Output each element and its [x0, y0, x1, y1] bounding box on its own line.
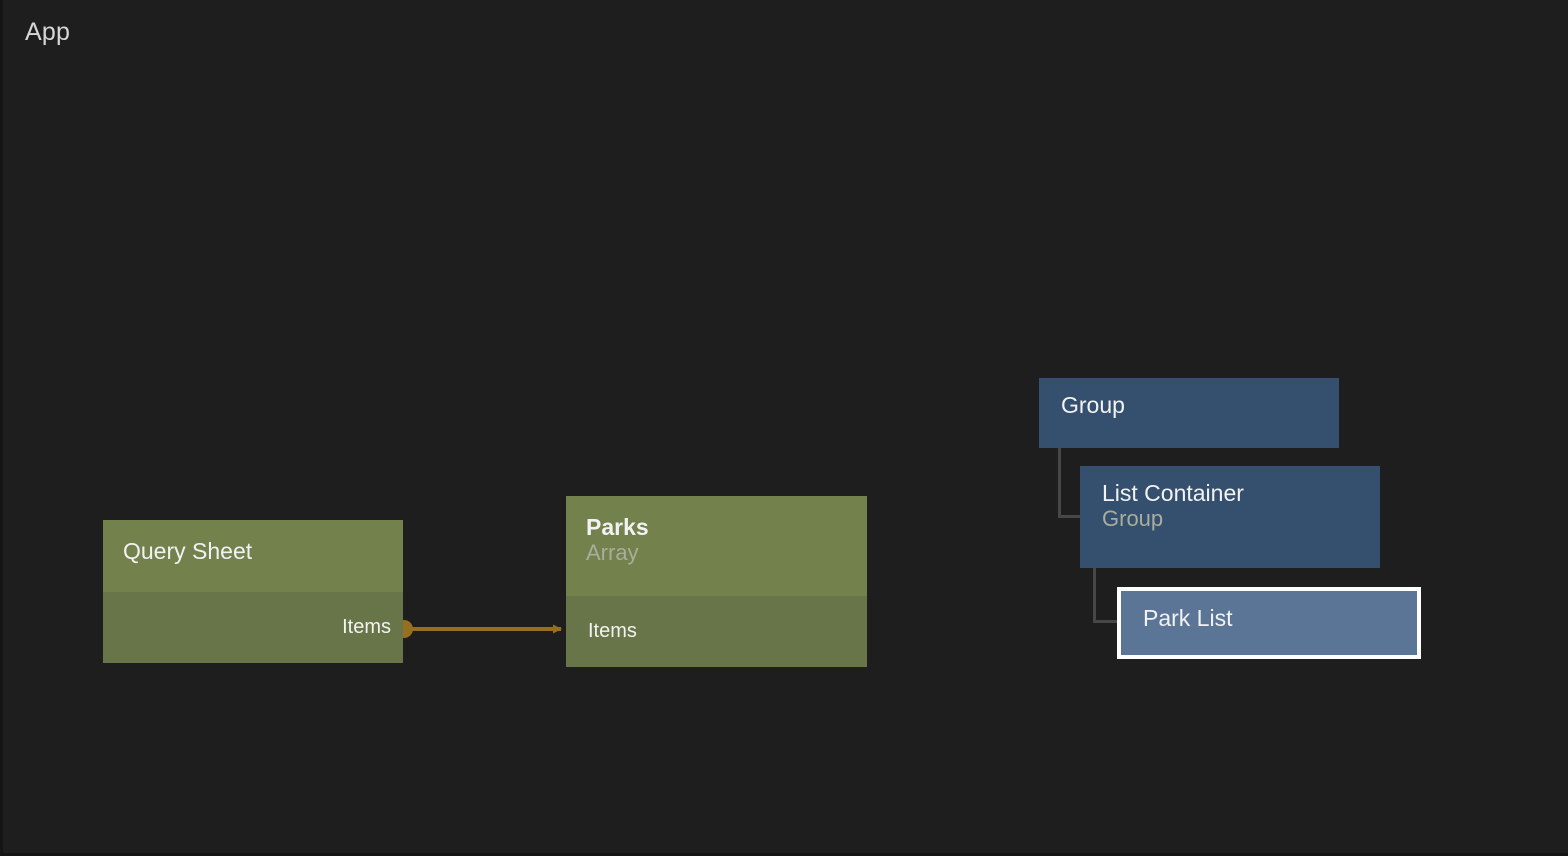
node-query-sheet-body: Items: [103, 592, 403, 663]
node-park-list-title: Park List: [1143, 605, 1233, 631]
port-label: Items: [342, 616, 391, 638]
node-query-sheet[interactable]: Query Sheet Items: [103, 520, 403, 663]
node-list-container-title: List Container: [1102, 480, 1244, 506]
tree-connector-group-to-list-container: [1058, 448, 1084, 518]
page-title: App: [25, 18, 71, 46]
node-group[interactable]: Group: [1039, 378, 1339, 448]
node-park-list[interactable]: Park List: [1117, 587, 1421, 659]
tree-connector-list-container-to-park-list: [1093, 568, 1120, 623]
node-query-sheet-title: Query Sheet: [123, 538, 253, 564]
node-parks-header: Parks Array: [566, 496, 867, 596]
node-parks-title: Parks: [586, 514, 649, 540]
node-list-container-subtitle: Group: [1102, 506, 1164, 532]
node-parks[interactable]: Parks Array Items: [566, 496, 867, 667]
node-list-container[interactable]: List Container Group: [1080, 466, 1380, 568]
port-query-sheet-items-output[interactable]: Items: [103, 592, 403, 663]
node-parks-body: Items: [566, 596, 867, 667]
edge-query-sheet-items-to-parks-items[interactable]: [395, 620, 562, 638]
node-group-inner: Group: [1039, 378, 1339, 418]
port-label: Items: [588, 620, 637, 642]
node-park-list-inner: Park List: [1121, 591, 1417, 631]
node-parks-subtitle: Array: [586, 540, 639, 566]
node-group-title: Group: [1061, 392, 1125, 418]
node-query-sheet-header: Query Sheet: [103, 520, 403, 592]
node-list-container-inner: List Container Group: [1080, 466, 1380, 532]
port-parks-items-input[interactable]: Items: [566, 596, 867, 667]
